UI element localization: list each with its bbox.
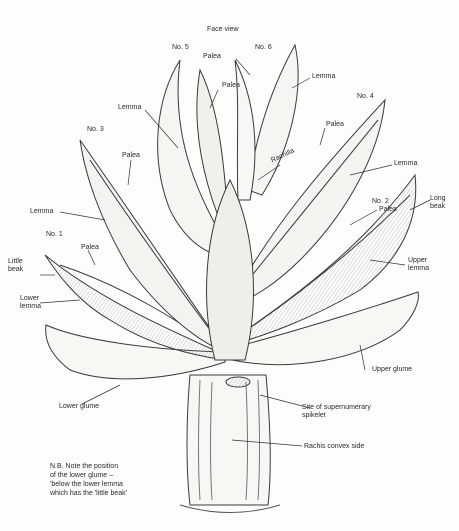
nb-note-line-4: which has the 'little beak' (50, 489, 127, 498)
label-palea-top-b: Palea (222, 82, 240, 90)
label-rachis-convex: Rachis convex side (304, 443, 364, 451)
label-no1: No. 1 (46, 231, 63, 239)
label-no3: No. 3 (87, 126, 104, 134)
nb-note-line-3: 'below the lower lemma (50, 480, 127, 489)
label-lemma-top-left: Lemma (118, 104, 141, 112)
label-palea-no2: Palea (379, 206, 397, 214)
label-lemma-no4: Lemma (394, 160, 417, 168)
label-upper-lemma: Upper lemma (408, 257, 429, 273)
label-palea-no1: Palea (81, 244, 99, 252)
label-palea-top-a: Palea (203, 53, 221, 61)
label-little-beak: Little beak (8, 258, 23, 274)
label-no6: No. 6 (255, 44, 272, 52)
label-no4: No. 4 (357, 93, 374, 101)
label-no5: No. 5 (172, 44, 189, 52)
label-lower-lemma: Lower lemma (20, 295, 41, 311)
label-lemma-no3: Lemma (30, 208, 53, 216)
nb-note-line-1: N.B. Note the position (50, 462, 127, 471)
label-lower-glume: Lower glume (59, 403, 99, 411)
nb-note: N.B. Note the position of the lower glum… (50, 462, 127, 498)
floret-no6 (248, 45, 298, 195)
label-no2: No. 2 (372, 198, 389, 206)
label-upper-glume: Upper glume (372, 366, 412, 374)
nb-note-line-2: of the lower glume – (50, 471, 127, 480)
label-site-supernumerary: Site of supernumerary spikelet (302, 404, 371, 420)
label-palea-no4: Palea (326, 121, 344, 129)
label-lemma-top-right: Lemma (312, 73, 335, 81)
title-face-view: Face view (207, 26, 239, 34)
label-long-beak: Long beak (430, 195, 446, 211)
label-palea-no3: Palea (122, 152, 140, 160)
